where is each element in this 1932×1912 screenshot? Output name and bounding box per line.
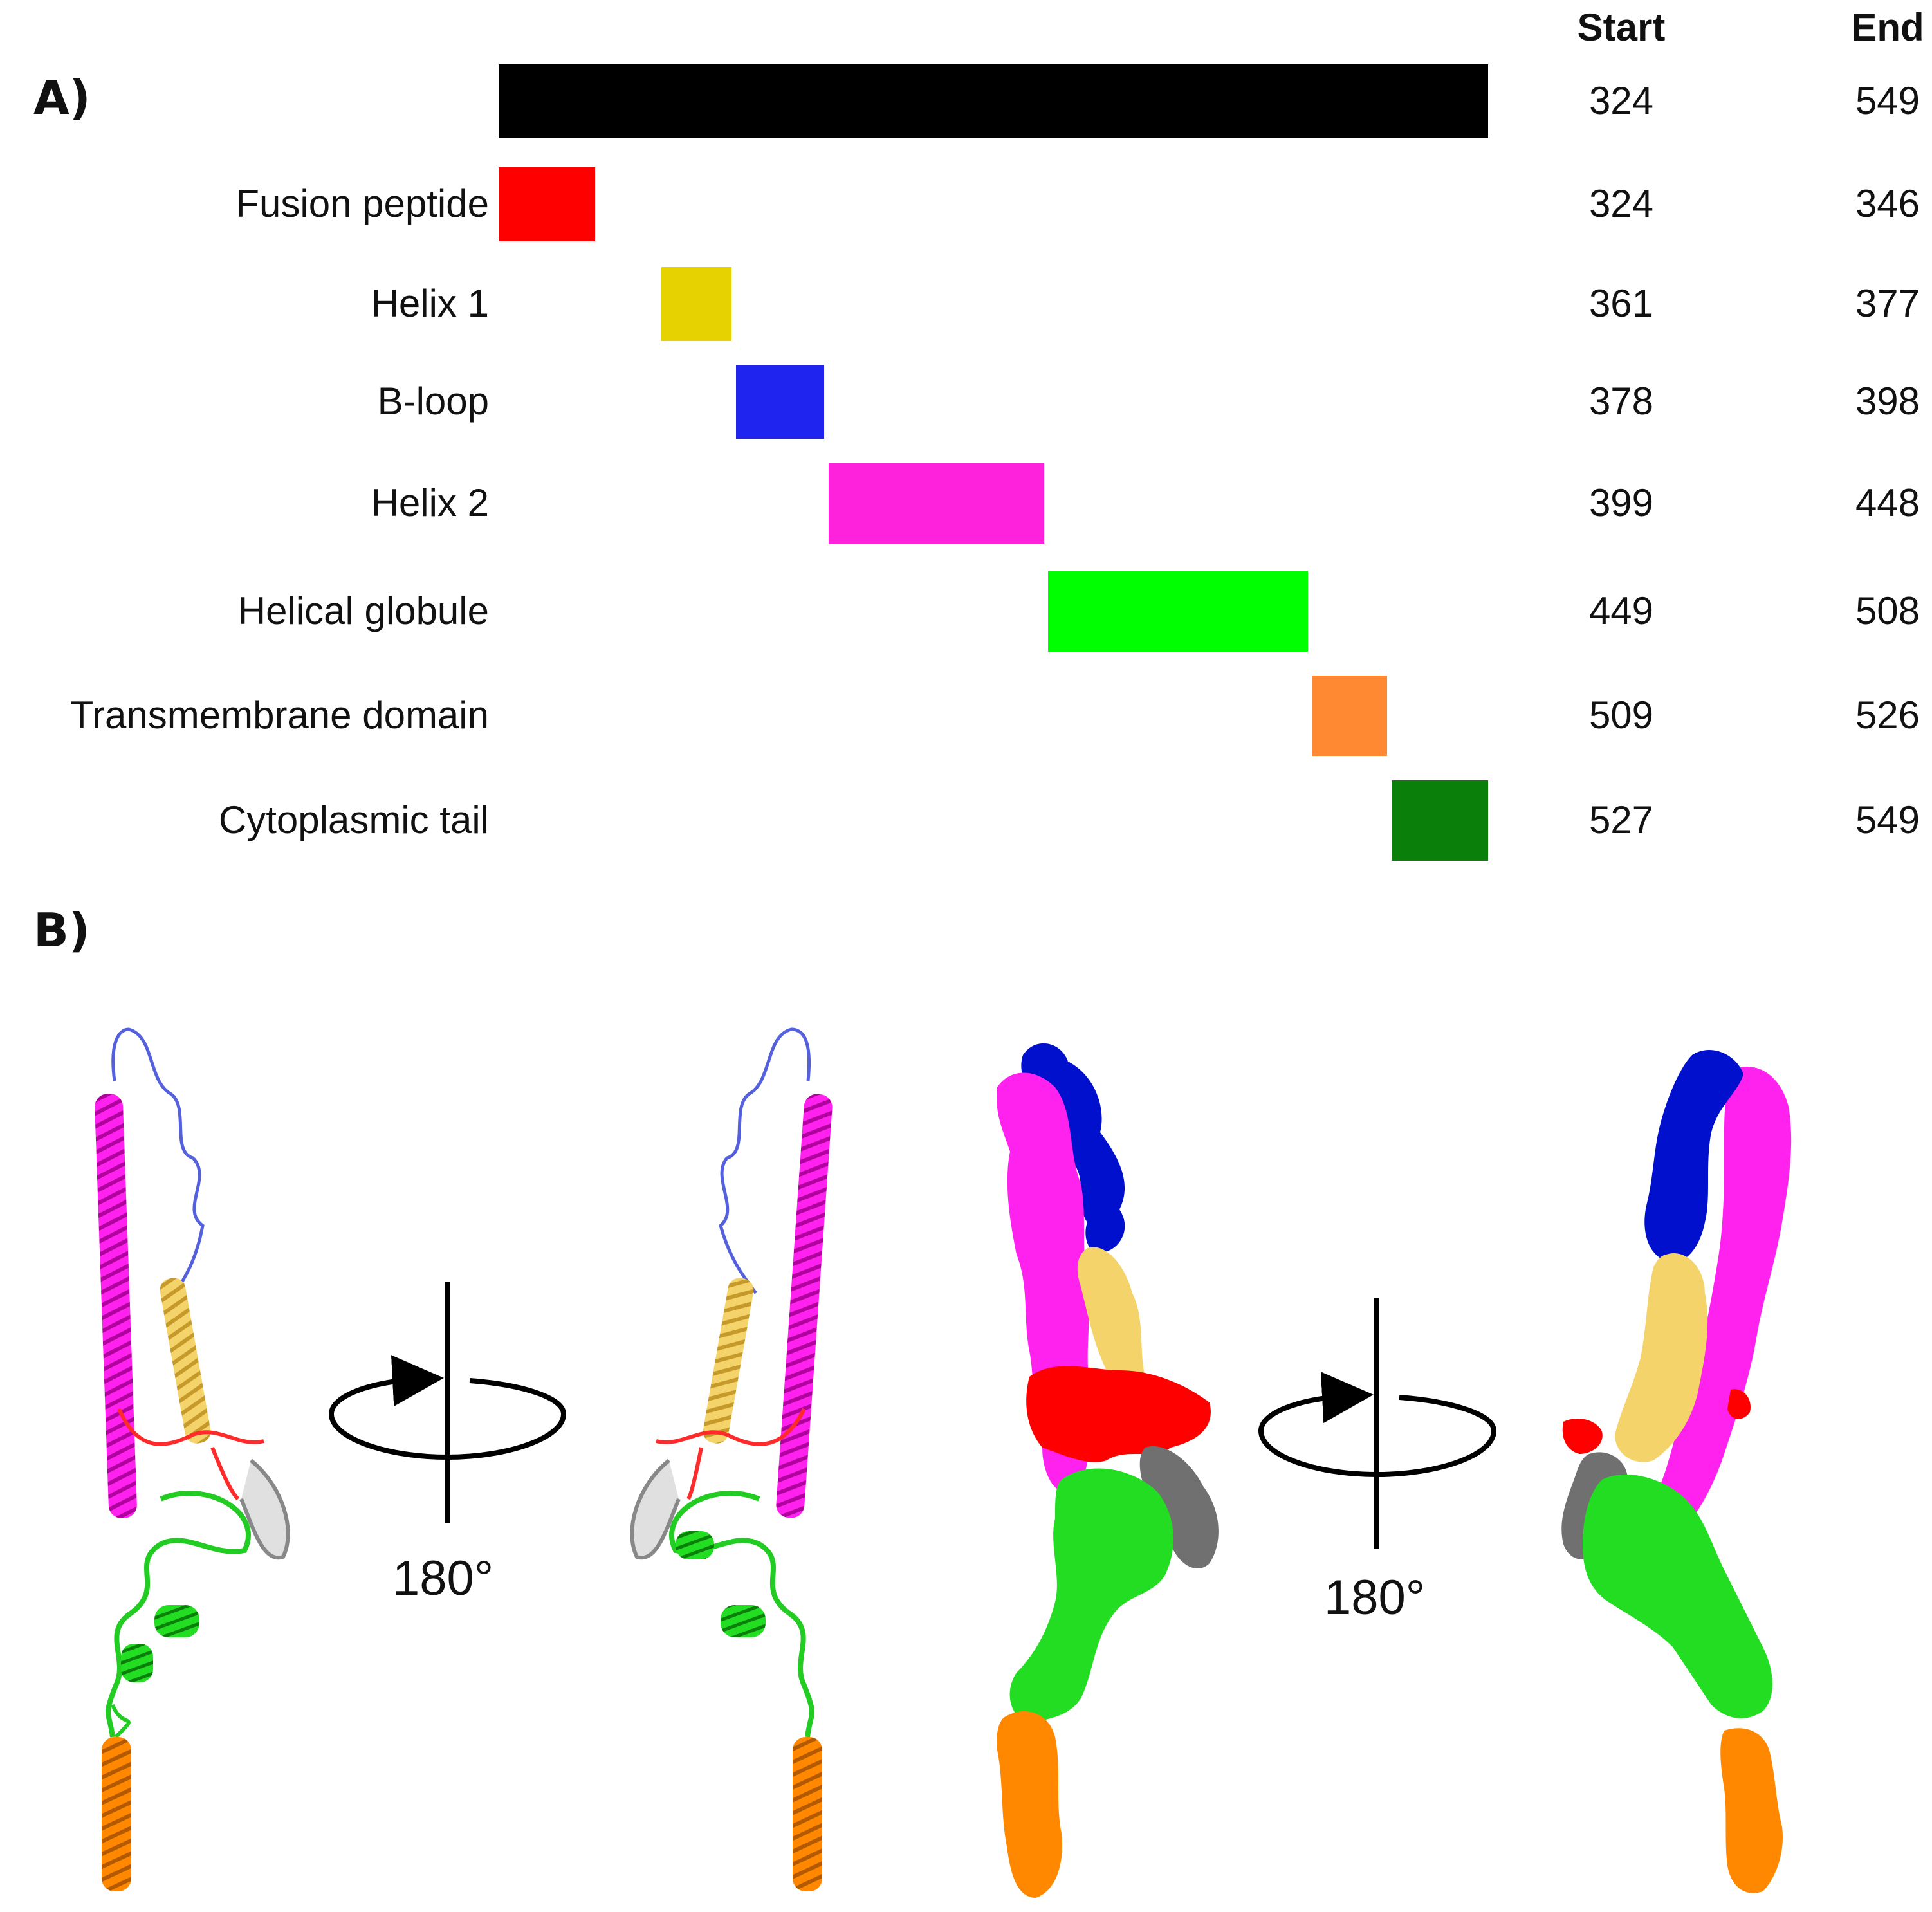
helical-globule-ribbon — [106, 1491, 251, 1738]
transmembrane-ribbon — [793, 1737, 822, 1891]
transmembrane-surface — [997, 1711, 1062, 1898]
fusion-peptide-surface — [1727, 1389, 1751, 1419]
beta-hairpin-ribbon — [630, 1458, 681, 1560]
helical-globule-surface — [1583, 1474, 1772, 1718]
domain-bar — [1391, 780, 1488, 861]
domain-label: Helical globule — [237, 589, 489, 632]
helical-globule-helix — [676, 1531, 714, 1559]
rotation-angle-label-2: 180° — [1324, 1570, 1426, 1625]
end-residue: 448 — [1855, 481, 1920, 524]
fusion-peptide-surface — [1026, 1366, 1211, 1462]
domain-label: Cytoplasmic tail — [218, 798, 489, 841]
domain-bar — [1312, 676, 1387, 756]
transmembrane-ribbon — [102, 1737, 131, 1891]
domain-bar — [828, 463, 1044, 544]
domain-bar — [499, 167, 596, 241]
start-column-header: Start — [1577, 6, 1666, 49]
helix-1-surface — [1615, 1253, 1708, 1462]
helix-2-ribbon — [95, 1094, 137, 1518]
helical-globule-helix — [154, 1605, 199, 1637]
end-residue: 377 — [1855, 281, 1920, 325]
helix-2-ribbon — [776, 1094, 833, 1518]
start-residue: 361 — [1588, 281, 1654, 325]
start-residue: 399 — [1588, 481, 1654, 524]
domain-label: Helix 2 — [371, 481, 489, 524]
panel-a-label: A) — [33, 71, 91, 125]
start-residue: 509 — [1588, 693, 1654, 737]
start-residue: 527 — [1588, 798, 1654, 841]
end-residue: 346 — [1855, 181, 1920, 225]
rotation-symbol-1 — [328, 1282, 567, 1523]
surface-view-front — [997, 1043, 1219, 1898]
domain-label: B-loop — [377, 379, 489, 423]
helix-1-surface — [1077, 1247, 1145, 1389]
end-residue: 508 — [1855, 589, 1920, 632]
rotation-angle-label-1: 180° — [392, 1551, 494, 1606]
fusion-peptide-surface — [1562, 1419, 1603, 1454]
fusion-peptide-ribbon — [656, 1408, 806, 1500]
helical-globule-ribbon — [669, 1491, 814, 1738]
start-residue: 324 — [1588, 181, 1654, 225]
domain-bar — [1048, 571, 1308, 652]
cartoon-view-front — [95, 1027, 290, 1891]
beta-hairpin-ribbon — [239, 1458, 290, 1560]
end-residue: 526 — [1855, 693, 1920, 737]
transmembrane-surface — [1720, 1728, 1783, 1893]
b-loop-ribbon — [111, 1027, 205, 1294]
helical-globule-helix — [721, 1605, 766, 1637]
domain-label: Helix 1 — [371, 281, 489, 325]
panel-b-label: B) — [33, 903, 90, 957]
domain-bar — [661, 267, 732, 341]
rotation-symbol-2 — [1258, 1298, 1497, 1549]
full-length-bar — [499, 64, 1488, 138]
cartoon-view-back — [630, 1027, 833, 1891]
surface-view-back — [1561, 1049, 1792, 1893]
start-residue: 378 — [1588, 379, 1654, 423]
end-residue: 549 — [1855, 798, 1920, 841]
helix-1-ribbon — [160, 1278, 211, 1444]
end-column-header: End — [1851, 6, 1924, 49]
helix-1-ribbon — [703, 1278, 754, 1444]
fusion-peptide-ribbon — [117, 1408, 264, 1501]
tail-linker-ribbon — [111, 1704, 131, 1739]
start-residue: 449 — [1588, 589, 1654, 632]
end-residue: 398 — [1855, 379, 1920, 423]
start-residue: 324 — [1588, 78, 1654, 122]
domain-label: Fusion peptide — [235, 181, 489, 225]
b-loop-surface — [1644, 1049, 1743, 1263]
unassigned-surface — [1139, 1446, 1219, 1569]
helical-globule-surface — [1009, 1468, 1173, 1724]
b-loop-ribbon — [719, 1027, 811, 1294]
domain-bar — [736, 365, 824, 439]
end-residue: 549 — [1855, 78, 1920, 122]
domain-label: Transmembrane domain — [69, 693, 489, 737]
helical-globule-helix — [121, 1644, 153, 1682]
